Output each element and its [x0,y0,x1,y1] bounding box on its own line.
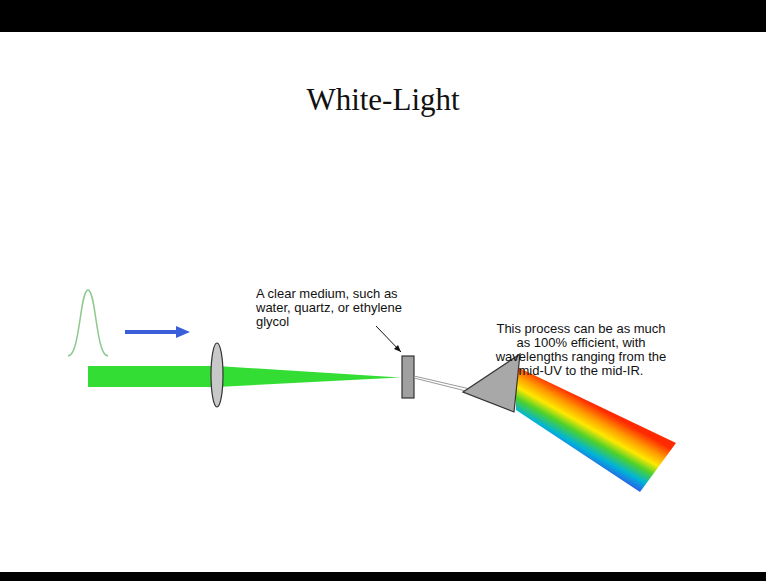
efficiency-note: This process can be as much as 100% effi… [495,322,667,378]
lens [211,343,223,407]
clear-medium [402,356,414,398]
title: White-Light [183,82,583,118]
laser-beam [88,366,217,387]
white-light-ray [414,378,470,392]
pulse-shape [68,290,108,356]
medium-callout: A clear medium, such as water, quartz, o… [256,287,426,329]
arrow-shaft [125,330,178,334]
leader-line [376,326,401,352]
white-light-ray [414,376,470,389]
bottom-bar [0,572,766,581]
leader-head [394,345,401,352]
top-bar [0,0,766,32]
spectrum [515,366,676,492]
focused-beam [217,366,400,387]
arrow-head [176,326,190,338]
